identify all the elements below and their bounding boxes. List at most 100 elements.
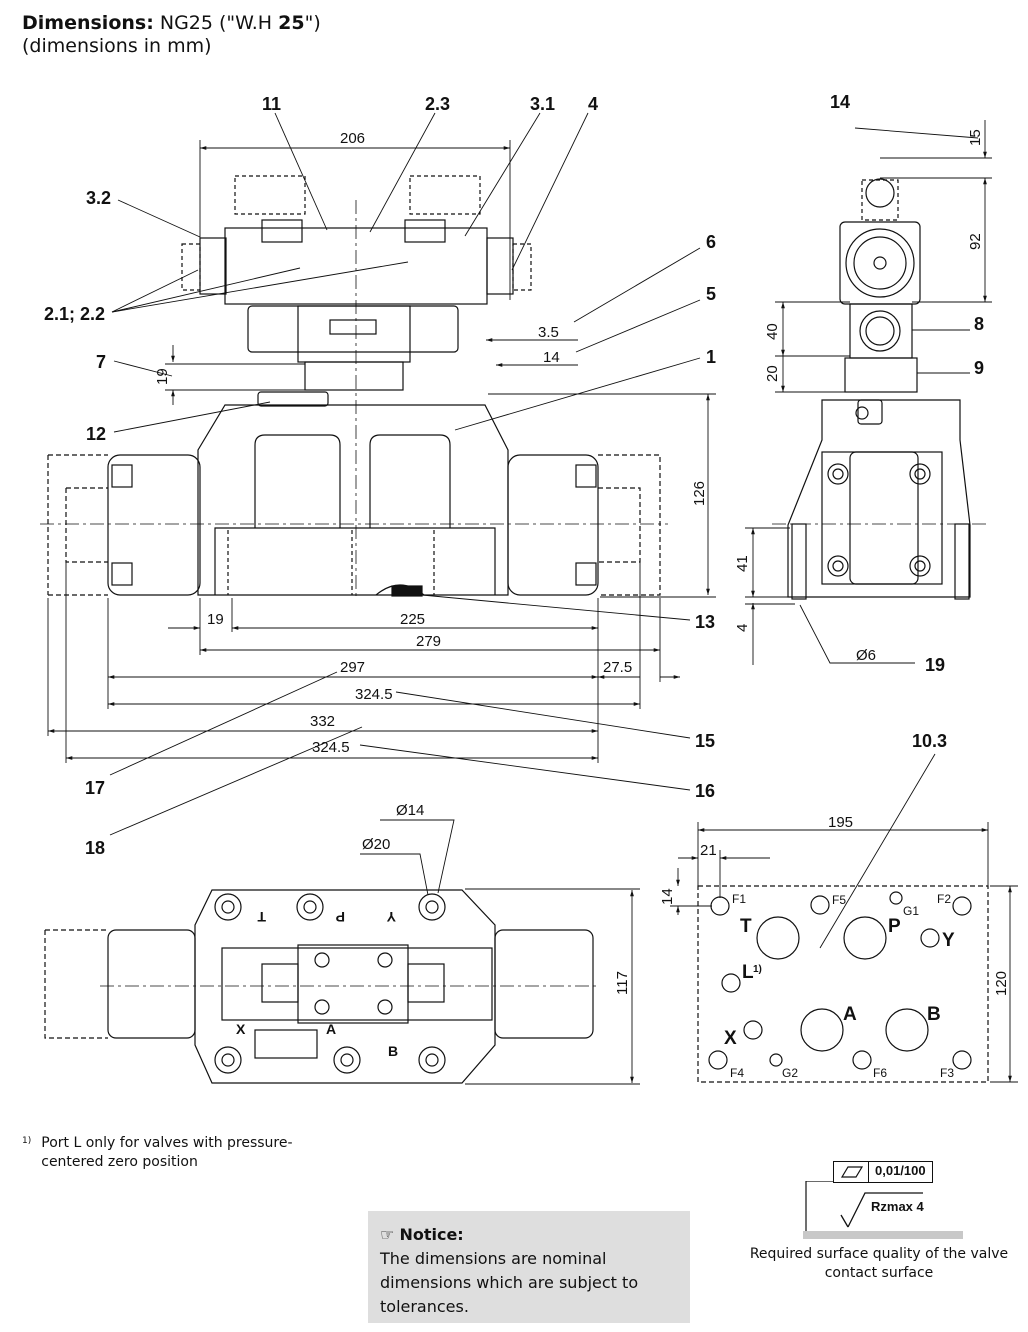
- callout-1: 1: [706, 347, 716, 367]
- dim-20: 20: [764, 365, 781, 382]
- callout-19: 19: [925, 655, 945, 675]
- solenoid-right: [486, 237, 514, 295]
- plate-port-Y: Y: [942, 930, 955, 951]
- callout-10-3: 10.3: [912, 731, 947, 751]
- page-header: Dimensions: NG25 ("W.H 25") (dimensions …: [22, 12, 321, 58]
- dim-206: 206: [340, 130, 365, 147]
- port-X-bottom: X: [236, 1021, 246, 1037]
- plate-port-L: L: [742, 962, 754, 983]
- callout-3-1: 3.1: [530, 94, 555, 114]
- end-cap-left: [107, 454, 201, 596]
- port-B-bottom: B: [388, 1043, 398, 1059]
- dim-225: 225: [400, 611, 425, 628]
- dim-14: 14: [543, 349, 560, 366]
- callout-2-3: 2.3: [425, 94, 450, 114]
- port-A-bottom: A: [326, 1021, 336, 1037]
- callout-15: 15: [695, 731, 715, 751]
- callout-13: 13: [695, 612, 715, 632]
- header-size: NG25 ("W.H: [159, 12, 279, 34]
- dim-297: 297: [340, 659, 365, 676]
- plug-plate: [329, 319, 377, 335]
- end-cap-right: [507, 454, 599, 596]
- plate-port-T: T: [740, 916, 752, 937]
- front-view: [40, 175, 668, 600]
- notice-title: Notice:: [399, 1225, 464, 1244]
- drawing-labels: 11 2.3 3.1 4 14 3.2 2.1; 2.2 6 5 7 1 12 …: [44, 92, 1010, 1080]
- callout-5: 5: [706, 284, 716, 304]
- solenoid-left: [199, 237, 227, 295]
- front-dimensions: [47, 112, 716, 836]
- dim-27-5: 27.5: [603, 659, 632, 676]
- plate-port-X: X: [724, 1028, 737, 1049]
- plate-F2: F2: [937, 892, 951, 906]
- header-label: Dimensions:: [22, 12, 154, 34]
- callout-2-1-2-2: 2.1; 2.2: [44, 304, 105, 324]
- dim-14-plate: 14: [659, 888, 676, 905]
- pointing-hand-icon: ☞: [380, 1225, 395, 1244]
- plate-F5: F5: [832, 893, 846, 907]
- callout-8: 8: [974, 314, 984, 334]
- notice-text: The dimensions are nominal dimensions wh…: [380, 1249, 639, 1316]
- dim-15: 15: [967, 129, 984, 146]
- dim-phi-14: Ø14: [396, 802, 424, 819]
- surface-symbol: 0,01/100 Rzmax 4: [803, 1161, 963, 1239]
- flatness-value: 0,01/100: [875, 1163, 926, 1178]
- solenoid-coil: [845, 228, 915, 298]
- dim-phi-20: Ø20: [362, 836, 390, 853]
- callout-4: 4: [588, 94, 598, 114]
- plate-F1: F1: [732, 892, 746, 906]
- dim-120: 120: [993, 971, 1010, 996]
- dim-phi-6: Ø6: [856, 647, 876, 664]
- callout-18: 18: [85, 838, 105, 858]
- dim-332: 332: [310, 713, 335, 730]
- dim-92: 92: [967, 233, 984, 250]
- plate-G1: G1: [903, 904, 919, 918]
- plate-port-B: B: [927, 1004, 941, 1025]
- callout-3-2: 3.2: [86, 188, 111, 208]
- plate-port-P: P: [888, 916, 901, 937]
- plate-port-L-footnote: 1): [753, 964, 762, 975]
- mounting-plate: [697, 885, 989, 1083]
- plate-dimensions: [670, 753, 1018, 1083]
- callout-7: 7: [96, 352, 106, 372]
- dim-117: 117: [614, 971, 631, 995]
- side-view: [772, 178, 990, 600]
- dim-3-5: 3.5: [538, 324, 559, 341]
- dim-126: 126: [691, 481, 708, 506]
- callout-12: 12: [86, 424, 106, 444]
- side-dimensions: [745, 120, 992, 665]
- callout-16: 16: [695, 781, 715, 801]
- callout-11: 11: [262, 94, 281, 114]
- port-T-bottom: T: [257, 909, 266, 925]
- main-valve-body: [197, 404, 509, 596]
- dim-279: 279: [416, 633, 441, 650]
- connector-side: [865, 178, 895, 208]
- callout-9: 9: [974, 358, 984, 378]
- callout-17: 17: [85, 778, 105, 798]
- flatness-frame: 0,01/100: [833, 1161, 933, 1183]
- flatness-icon: [834, 1162, 869, 1182]
- footnote: 1) Port L only for valves with pressure-c…: [22, 1134, 341, 1172]
- plate-F6: F6: [873, 1066, 887, 1080]
- dim-21: 21: [700, 842, 717, 859]
- pilot-valve-body: [224, 227, 488, 305]
- plate-outline: [697, 885, 989, 1083]
- dim-19-vertical: 19: [154, 368, 171, 385]
- side-body: [787, 399, 971, 598]
- header-size-bold: 25: [278, 12, 305, 34]
- dim-324-5-a: 324.5: [355, 686, 393, 703]
- dim-4: 4: [734, 624, 751, 632]
- header-size-end: "): [304, 12, 321, 34]
- header-line-1: Dimensions: NG25 ("W.H 25"): [22, 12, 321, 35]
- plate-port-A: A: [843, 1004, 857, 1025]
- port-P-bottom: P: [336, 909, 345, 925]
- notice-box: ☞ Notice: The dimensions are nominal dim…: [368, 1211, 690, 1323]
- bottom-view: [44, 889, 600, 1084]
- roughness-icon: Rzmax 4: [803, 1181, 963, 1239]
- dim-40: 40: [764, 323, 781, 340]
- connector-right: [404, 219, 446, 243]
- callout-6: 6: [706, 232, 716, 252]
- footnote-text: Port L only for valves with pressure-cen…: [41, 1135, 293, 1170]
- footnote-marker: 1): [22, 1136, 32, 1146]
